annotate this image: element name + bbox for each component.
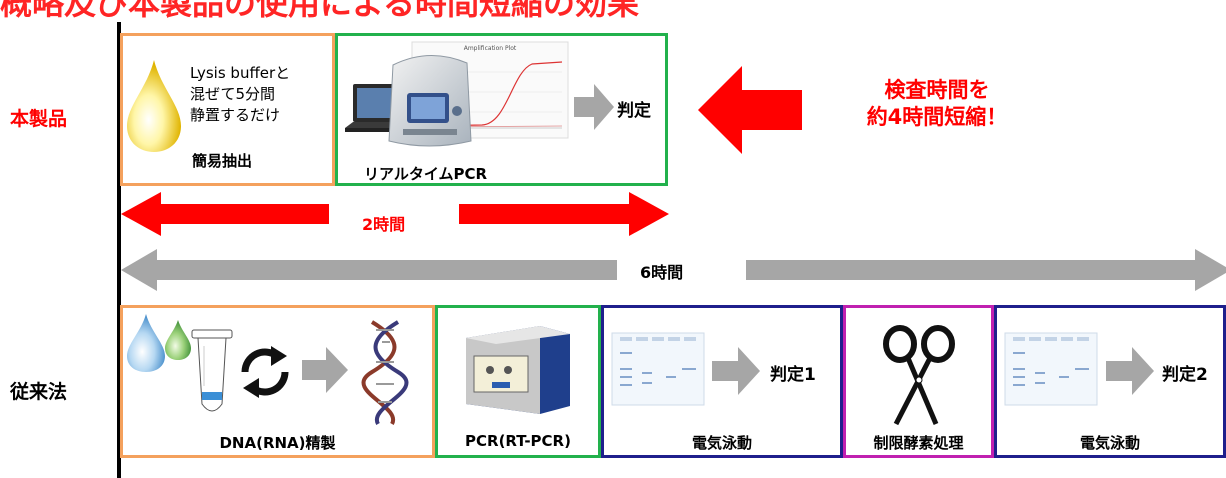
extraction-line-1: Lysis bufferと bbox=[190, 64, 291, 82]
extraction-line-2: 混ぜて5分間 bbox=[190, 85, 275, 103]
reduction-line-1: 検査時間を bbox=[884, 78, 990, 102]
amplification-plot-title: Amplification Plot bbox=[464, 45, 517, 52]
blue-drop-icon bbox=[127, 314, 165, 372]
yellow-drop-icon bbox=[127, 60, 181, 152]
extraction-description: Lysis bufferと 混ぜて5分間 静置するだけ bbox=[190, 63, 290, 126]
simple-extraction-box bbox=[120, 33, 335, 186]
scissors-icon bbox=[883, 325, 955, 426]
electrophoresis-box-1 bbox=[601, 305, 843, 458]
restriction-enzyme-label: 制限酵素処理 bbox=[873, 434, 964, 452]
result-2-label: 判定2 bbox=[1162, 365, 1208, 385]
product-result-arrow bbox=[574, 84, 614, 130]
time-reduction-text: 検査時間を 約4時間短縮！ bbox=[822, 77, 1052, 131]
product-result-label: 判定 bbox=[617, 101, 651, 121]
electrophoresis-label-1: 電気泳動 bbox=[691, 434, 752, 452]
vertical-axis-line bbox=[117, 22, 121, 478]
realtime-pcr-instrument-icon bbox=[388, 54, 472, 147]
spin-column-icon bbox=[191, 329, 233, 412]
electrophoresis-result-arrow-1 bbox=[712, 347, 760, 395]
realtime-pcr-label: リアルタイムPCR bbox=[364, 165, 488, 183]
dna-helix-icon bbox=[361, 320, 409, 425]
extraction-line-3: 静置するだけ bbox=[190, 106, 281, 124]
purification-arrow bbox=[302, 347, 348, 393]
two-hour-label: 2時間 bbox=[362, 215, 406, 234]
six-hour-arrow bbox=[121, 249, 1226, 291]
electrophoresis-result-arrow-2 bbox=[1106, 347, 1154, 395]
cycle-arrows-icon bbox=[241, 346, 289, 398]
restriction-enzyme-box bbox=[843, 305, 994, 458]
purification-label: DNA(RNA)精製 bbox=[219, 434, 336, 452]
electrophoresis-label-2: 電気泳動 bbox=[1079, 434, 1140, 452]
two-hour-arrow bbox=[121, 192, 669, 236]
thermal-cycler-icon bbox=[466, 326, 570, 414]
conventional-row-label: 従来法 bbox=[10, 381, 68, 403]
pcr-box bbox=[435, 305, 601, 458]
purification-box bbox=[120, 305, 435, 458]
pcr-label: PCR(RT-PCR) bbox=[465, 432, 571, 450]
simple-extraction-label: 簡易抽出 bbox=[192, 152, 253, 170]
six-hour-label: 6時間 bbox=[640, 263, 684, 282]
header-text: 概略及び本製品の使用による時間短縮の効果 bbox=[0, 0, 640, 22]
realtime-pcr-box bbox=[335, 33, 668, 186]
reduction-arrow bbox=[698, 66, 802, 154]
product-row-label: 本製品 bbox=[10, 108, 68, 130]
reduction-line-2: 約4時間短縮！ bbox=[866, 105, 1008, 129]
gel-image-2 bbox=[1004, 332, 1098, 406]
green-drop-icon bbox=[165, 320, 191, 360]
gel-image-1 bbox=[611, 332, 705, 406]
electrophoresis-box-2 bbox=[994, 305, 1226, 458]
result-1-label: 判定1 bbox=[770, 365, 816, 385]
